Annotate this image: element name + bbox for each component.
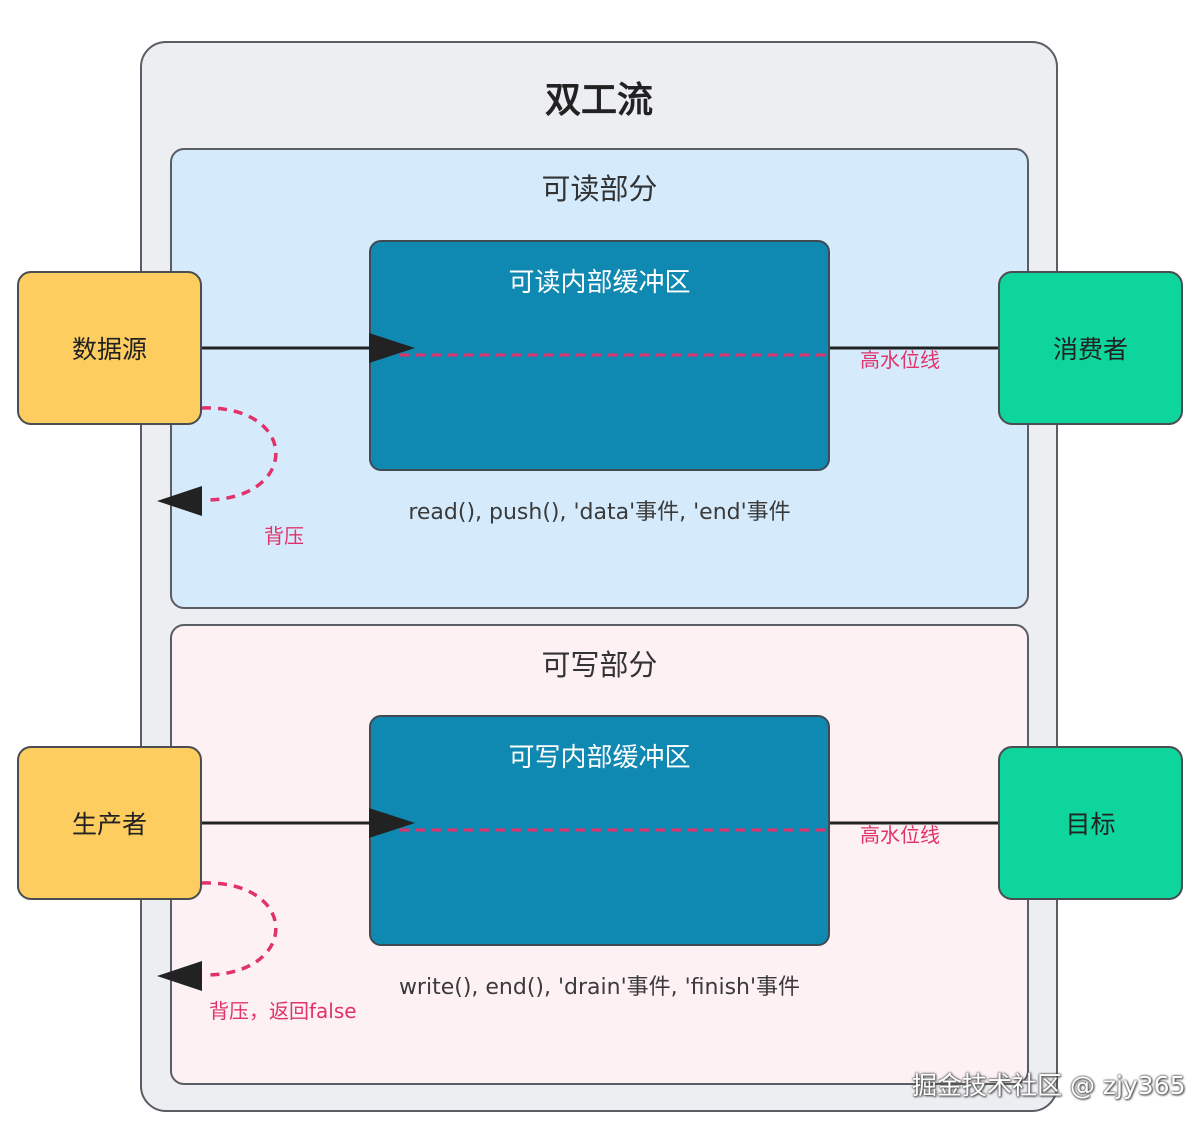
readable-methods: read(), push(), 'data'事件, 'end'事件 [408, 500, 791, 525]
diagram-title: 双工流 [544, 80, 653, 121]
consumer-label: 消费者 [1052, 335, 1128, 364]
data-source-label: 数据源 [71, 335, 147, 364]
watermark: 掘金技术社区 @ zjy365 [912, 1071, 1186, 1100]
writable-methods: write(), end(), 'drain'事件, 'finish'事件 [398, 975, 801, 1000]
data-source-node: 数据源 [17, 271, 202, 425]
readable-buffer-title: 可读内部缓冲区 [508, 268, 691, 298]
consumer-node: 消费者 [998, 271, 1183, 425]
source-to-buffer-arrowhead [369, 333, 415, 363]
producer-label: 生产者 [71, 810, 147, 839]
writable-section-title: 可写部分 [541, 648, 658, 682]
writable-backpressure-curve [201, 881, 278, 977]
readable-high-water-label: 高水位线 [860, 348, 940, 372]
readable-backpressure-curve [201, 406, 278, 502]
readable-section-title: 可读部分 [541, 172, 658, 206]
target-label: 目标 [1065, 810, 1116, 839]
writable-high-water-label: 高水位线 [860, 823, 940, 847]
producer-to-buffer-arrowhead [369, 808, 415, 838]
writable-backpressure-arrowhead [157, 961, 202, 991]
writable-backpressure-label: 背压，返回false [209, 999, 357, 1023]
writable-buffer-title: 可写内部缓冲区 [508, 743, 691, 773]
readable-backpressure-arrowhead [157, 486, 202, 516]
readable-backpressure-label: 背压 [264, 524, 304, 548]
target-node: 目标 [998, 746, 1183, 900]
producer-node: 生产者 [17, 746, 202, 900]
